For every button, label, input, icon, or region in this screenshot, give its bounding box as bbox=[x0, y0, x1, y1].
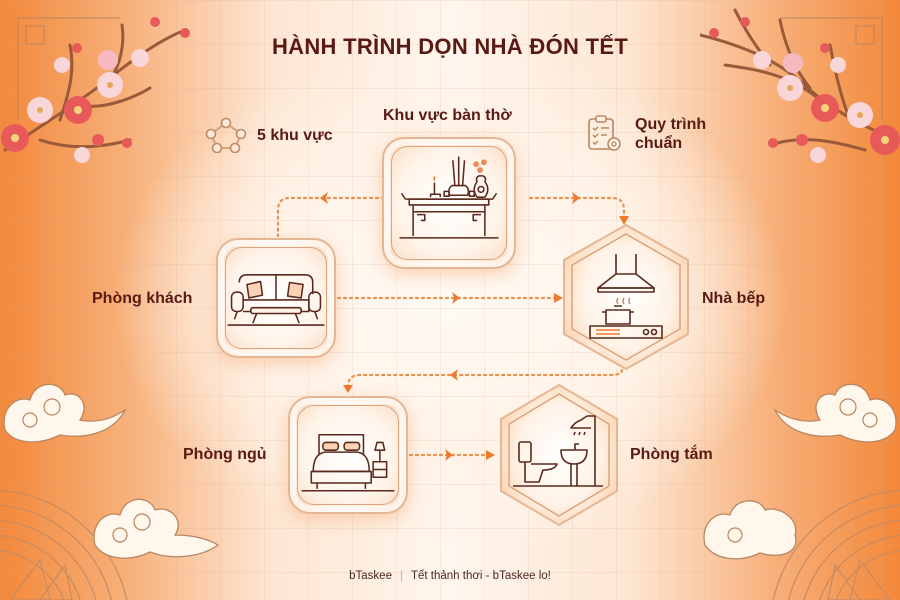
cloud-right-icon bbox=[773, 383, 897, 443]
footer: bTaskee Tết thảnh thơi - bTaskee lo! bbox=[0, 570, 900, 582]
pentagon-nodes-icon bbox=[205, 117, 247, 153]
arrow-left-icon bbox=[450, 369, 458, 381]
arrow-right-icon bbox=[572, 192, 580, 204]
toilet-sink-shower-icon bbox=[500, 383, 618, 527]
cloud-lower-right-icon bbox=[703, 500, 797, 560]
arrow-right-icon bbox=[452, 292, 460, 304]
page-title: HÀNH TRÌNH DỌN NHÀ ĐÓN TẾT bbox=[271, 34, 629, 59]
footer-divider bbox=[400, 570, 402, 582]
process-badge: Quy trình chuẩn bbox=[585, 113, 735, 155]
areas-badge: 5 khu vực bbox=[205, 117, 333, 153]
node-living-room[interactable] bbox=[216, 238, 336, 358]
arrow-left-icon bbox=[320, 192, 328, 204]
cloud-left-icon bbox=[3, 383, 127, 443]
areas-label: 5 khu vực bbox=[257, 126, 333, 144]
process-label: Quy trình chuẩn bbox=[635, 116, 707, 152]
stove-hood-icon bbox=[563, 223, 689, 371]
node-bathroom[interactable] bbox=[497, 382, 621, 528]
arrow-right-icon bbox=[445, 449, 453, 461]
bed-icon bbox=[301, 433, 395, 492]
node-label-bedroom: Phòng ngủ bbox=[183, 446, 267, 463]
clipboard-gear-icon bbox=[588, 115, 621, 151]
arrow-down-icon bbox=[343, 385, 353, 393]
node-bedroom[interactable] bbox=[288, 396, 408, 514]
node-altar[interactable] bbox=[382, 137, 516, 269]
node-kitchen[interactable] bbox=[560, 222, 692, 372]
arrow-right-icon bbox=[486, 450, 495, 460]
node-label-living: Phòng khách bbox=[92, 290, 193, 307]
node-label-kitchen: Nhà bếp bbox=[702, 290, 766, 307]
footer-brand: bTaskee bbox=[349, 570, 392, 582]
cherry-blossom-left-icon bbox=[1, 17, 190, 163]
sofa-icon bbox=[227, 274, 325, 326]
altar-table-icon bbox=[399, 156, 499, 239]
node-label-bathroom: Phòng tắm bbox=[630, 446, 713, 463]
footer-slogan: Tết thảnh thơi - bTaskee lo! bbox=[410, 570, 551, 582]
node-label-altar: Khu vực bàn thờ bbox=[383, 107, 512, 124]
cherry-blossom-right-icon bbox=[700, 8, 900, 163]
cloud-lower-left-icon bbox=[93, 498, 220, 559]
